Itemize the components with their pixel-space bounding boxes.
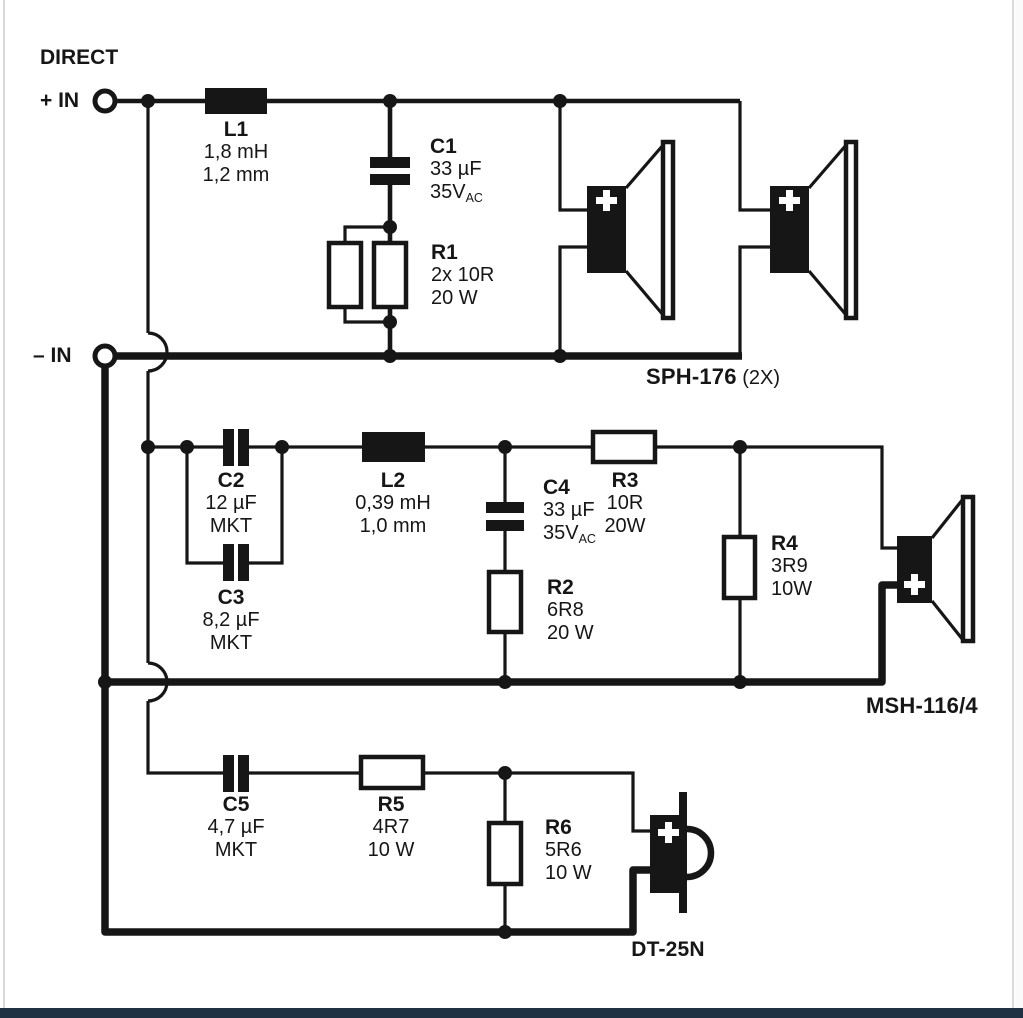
label-R5: R5 4R7 10 W (367, 793, 415, 861)
mid-minus-bus-wire (105, 581, 897, 686)
plus-in-label: + IN (40, 89, 80, 112)
inductor-L1-icon (205, 88, 267, 114)
label-C1: C1 33 µF 35VAC (430, 135, 483, 205)
label-R3: R3 10R 20W (604, 469, 646, 537)
label-C5: C5 4,7 µF MKT (207, 793, 265, 861)
resistor-R2-icon (486, 569, 524, 682)
label-tweeter-model: DT-25N (631, 938, 705, 961)
bottom-minus-bus-wire (101, 680, 650, 936)
label-C2: C2 12 µF MKT (205, 469, 257, 537)
woofer-speaker-2-icon (770, 139, 859, 321)
right-page-edge-line (1012, 0, 1014, 1018)
right-page-margin (1015, 0, 1023, 1018)
label-R1: R1 2x 10R 20 W (431, 241, 495, 309)
capacitor-C5-icon (223, 755, 361, 792)
left-page-edge-line (3, 0, 5, 1018)
minus-in-label: – IN (33, 344, 72, 367)
label-R2: R2 6R8 20 W (547, 576, 594, 644)
capacitor-C3-icon (185, 447, 284, 581)
resistor-R4-icon (721, 447, 758, 682)
woofer-wiring (558, 101, 770, 356)
label-R6: R6 5R6 10 W (545, 816, 592, 884)
capacitor-C2-icon (223, 429, 249, 466)
inductor-L2-icon (362, 432, 425, 462)
label-L2: L2 0,39 mH 1,0 mm (355, 469, 431, 537)
plus-input-terminal-icon (92, 88, 118, 114)
midrange-speaker-icon (897, 494, 976, 644)
direct-label: DIRECT (40, 46, 119, 69)
woofer-speaker-1-icon (587, 139, 676, 321)
label-R4: R4 3R9 10W (771, 532, 813, 600)
label-C3: C3 8,2 µF MKT (202, 586, 260, 654)
resistor-R1-icon (326, 225, 409, 356)
top-minus-bus-wire (101, 352, 742, 684)
tweeter-speaker-icon (650, 792, 715, 913)
junction-dots (98, 94, 747, 939)
capacitor-C4-icon (486, 447, 524, 572)
label-L1: L1 1,8 mH 1,2 mm (202, 118, 270, 186)
label-C4: C4 33 µF 35VAC (543, 476, 596, 546)
resistor-R5-icon (358, 754, 650, 833)
resistor-R3-icon (590, 429, 658, 465)
label-midrange-model: MSH-116/4 (866, 693, 978, 718)
minus-input-terminal-icon (92, 343, 118, 369)
label-woofer-model: SPH-176 (2X) (645, 364, 781, 389)
resistor-R6-icon (486, 773, 524, 932)
plus-feed-wire (146, 101, 223, 775)
bottom-accent-bar (0, 1008, 1023, 1018)
